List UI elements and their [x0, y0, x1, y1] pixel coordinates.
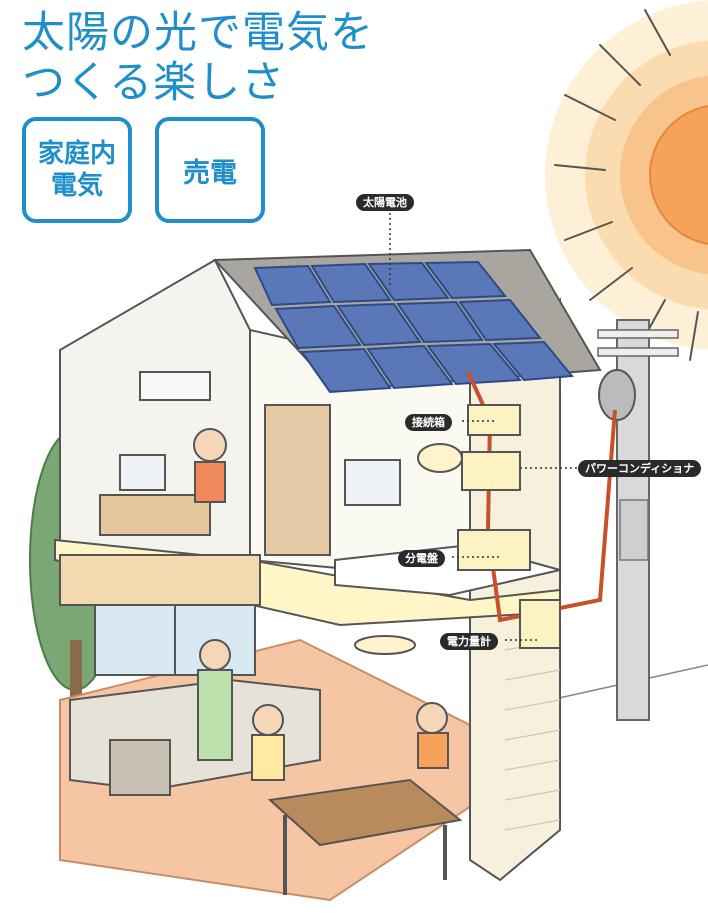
equipment	[457, 404, 561, 649]
junction-box	[467, 404, 521, 436]
distribution-board	[457, 529, 531, 571]
house	[54, 248, 602, 902]
home-power-badge-line-1: 家庭内	[37, 139, 116, 169]
utility-pole	[597, 319, 679, 721]
sun-illustration	[545, 0, 708, 361]
solar-panel-array	[253, 260, 574, 394]
power-meter-label: 電力量計	[440, 633, 498, 650]
distribution-board-label: 分電盤	[398, 550, 445, 567]
leader-lines	[389, 213, 578, 641]
power-meter	[519, 599, 561, 649]
headline-line-1: 太陽の光で電気を	[22, 8, 374, 58]
power-conditioner	[461, 451, 521, 491]
power-conditioner-label: パワーコンディショナ	[578, 460, 702, 477]
home-power-badge-line-2: 電気	[50, 171, 103, 201]
junction-box-label: 接続箱	[405, 414, 452, 431]
home-power-badge: 家庭内 電気	[22, 117, 132, 223]
solar-panel-label: 太陽電池	[356, 194, 414, 211]
selling-power-badge-label: 売電	[183, 157, 237, 189]
selling-power-badge: 売電	[155, 117, 265, 223]
headline-line-2: つくる楽しさ	[22, 58, 286, 108]
